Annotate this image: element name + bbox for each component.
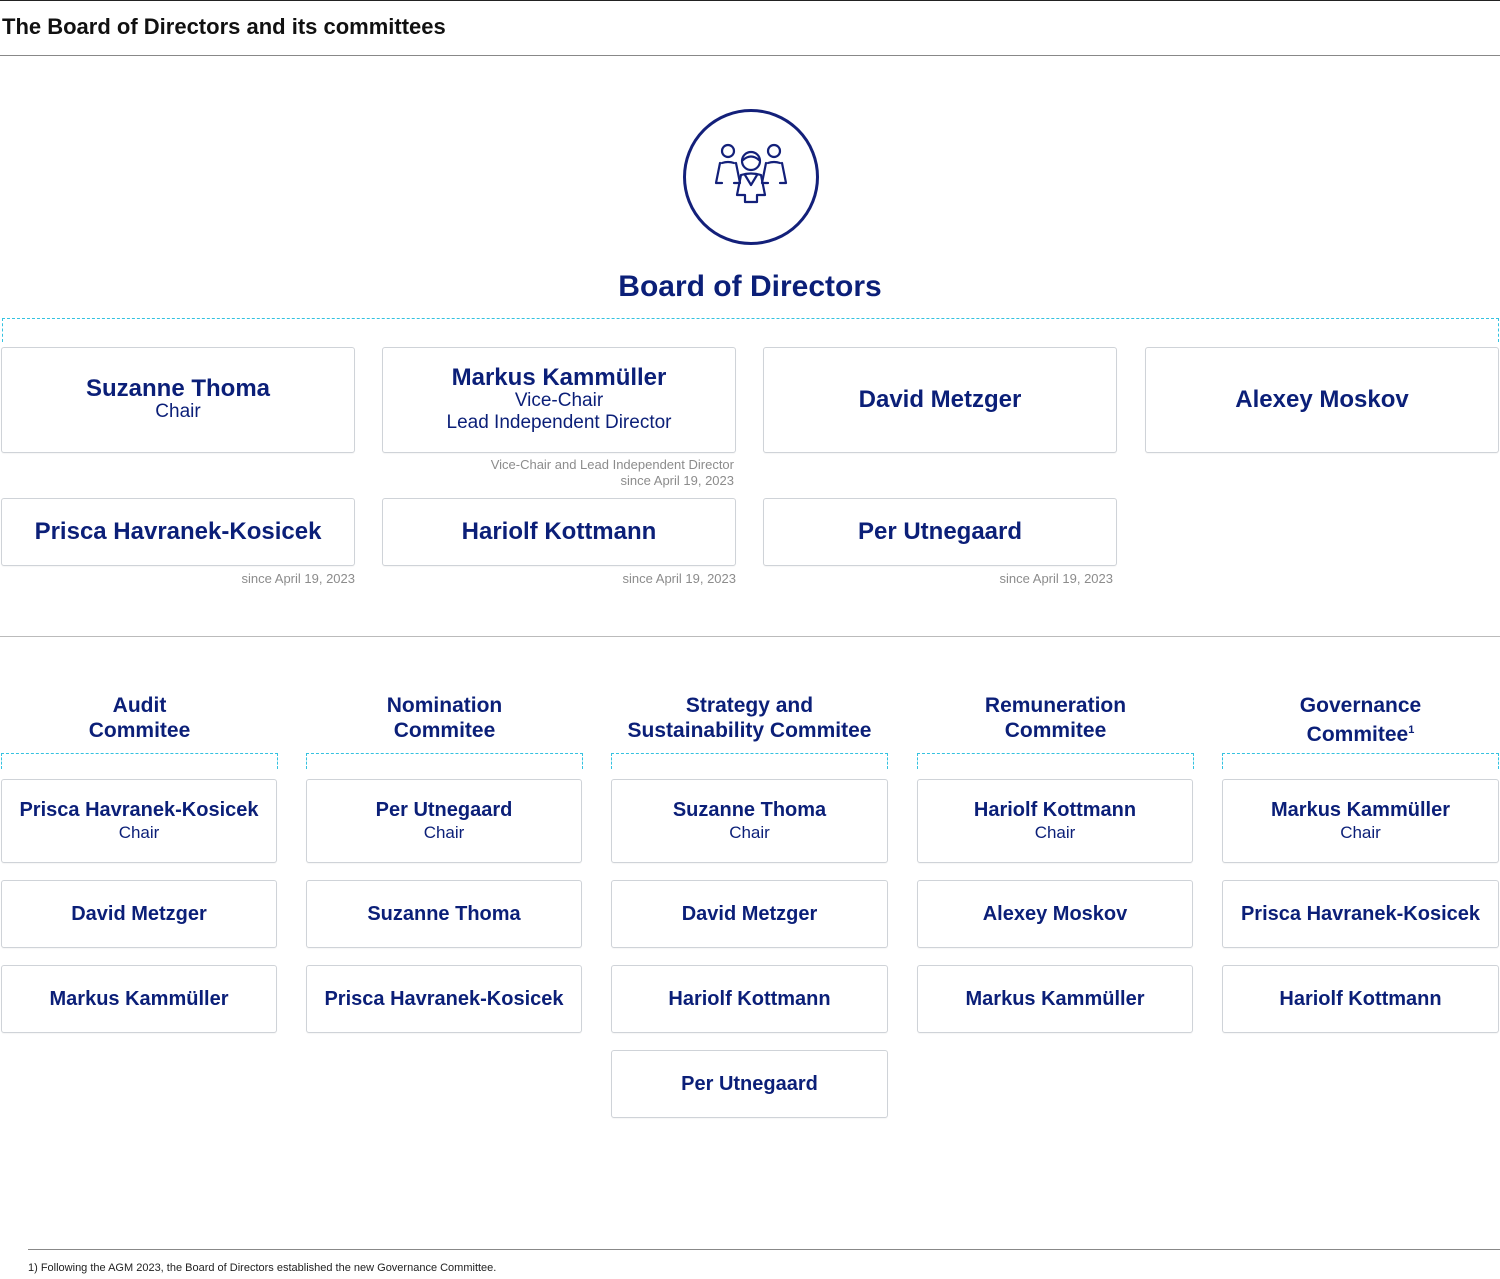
top-rule — [0, 0, 1500, 1]
note-line: since April 19, 2023 — [620, 473, 734, 488]
committee-member-card: Prisca Havranek-Kosicek — [1222, 880, 1499, 948]
committee-member-card: Alexey Moskov — [917, 880, 1193, 948]
board-connector — [2, 318, 1499, 342]
footnote-marker: 1 — [1408, 724, 1415, 736]
committee-title-governance: Governance Commitee1 — [1222, 693, 1499, 747]
member-note: Vice-Chair and Lead Independent Director… — [382, 457, 734, 489]
member-name: Prisca Havranek-Kosicek — [324, 988, 564, 1010]
member-note: since April 19, 2023 — [241, 571, 355, 586]
committee-member-card: Suzanne Thoma Chair — [611, 779, 888, 863]
board-member-card: Alexey Moskov — [1145, 347, 1499, 453]
note-line: Vice-Chair and Lead Independent Director — [490, 457, 734, 472]
member-role: Chair — [118, 823, 160, 842]
footnote-divider — [28, 1249, 1500, 1250]
member-role: Chair — [423, 823, 465, 842]
committee-member-card: Markus Kammüller — [1, 965, 277, 1033]
member-role: Chair — [155, 401, 201, 422]
committee-member-card: David Metzger — [611, 880, 888, 948]
member-name: Hariolf Kottmann — [461, 518, 657, 545]
committee-title-audit: Audit Commitee — [1, 693, 278, 743]
member-name: Suzanne Thoma — [367, 903, 521, 925]
member-name: Suzanne Thoma — [672, 799, 827, 821]
member-role: Chair — [729, 823, 770, 842]
member-name: Suzanne Thoma — [85, 375, 271, 402]
member-name: David Metzger — [71, 903, 207, 925]
committee-member-card: Markus Kammüller — [917, 965, 1193, 1033]
board-member-card: David Metzger — [763, 347, 1117, 453]
member-name: Markus Kammüller — [451, 364, 667, 391]
committee-member-card: Prisca Havranek-Kosicek Chair — [1, 779, 277, 863]
committee-member-card: Hariolf Kottmann Chair — [917, 779, 1193, 863]
member-name: Per Utnegaard — [375, 799, 513, 821]
committee-member-card: Markus Kammüller Chair — [1222, 779, 1499, 863]
member-name: Prisca Havranek-Kosicek — [34, 518, 322, 545]
member-name: Hariolf Kottmann — [973, 799, 1137, 821]
committee-member-card: Suzanne Thoma — [306, 880, 582, 948]
committee-member-card: Prisca Havranek-Kosicek — [306, 965, 582, 1033]
member-name: David Metzger — [681, 903, 818, 925]
member-name: Markus Kammüller — [49, 988, 229, 1010]
title-line: Commitee — [1004, 719, 1107, 742]
title-line: Audit — [112, 694, 167, 717]
committee-title-strategy: Strategy and Sustainability Commitee — [611, 693, 888, 743]
member-name: Prisca Havranek-Kosicek — [19, 799, 259, 821]
title-line: Nomination — [386, 694, 503, 717]
board-title: Board of Directors — [618, 270, 882, 303]
board-member-card: Per Utnegaard — [763, 498, 1117, 566]
title-line: Governance — [1299, 694, 1422, 717]
member-name: Markus Kammüller — [1271, 799, 1450, 821]
committee-connector — [306, 753, 583, 769]
committee-connector — [917, 753, 1194, 769]
title-line: Remuneration — [984, 694, 1127, 717]
page-title: The Board of Directors and its committee… — [2, 14, 446, 39]
section-divider — [0, 636, 1500, 637]
board-member-card: Suzanne Thoma Chair — [1, 347, 355, 453]
title-line: Sustainability Commitee — [627, 719, 872, 742]
member-name: Alexey Moskov — [1235, 386, 1409, 413]
member-role: Lead Independent Director — [446, 412, 672, 433]
title-text: Commitee — [1306, 723, 1409, 746]
member-name: Hariolf Kottmann — [668, 988, 831, 1010]
member-name: Per Utnegaard — [681, 1073, 818, 1095]
committee-member-card: Hariolf Kottmann — [1222, 965, 1499, 1033]
board-member-card: Prisca Havranek-Kosicek — [1, 498, 355, 566]
member-name: Alexey Moskov — [982, 903, 1128, 925]
committee-title-nomination: Nomination Commitee — [306, 693, 583, 743]
member-name: Markus Kammüller — [965, 988, 1145, 1010]
title-line: Strategy and — [685, 694, 814, 717]
member-note: since April 19, 2023 — [999, 571, 1113, 586]
committee-connector — [611, 753, 888, 769]
title-divider — [0, 55, 1500, 56]
member-role: Chair — [1340, 823, 1381, 842]
title-line: Commitee — [393, 719, 496, 742]
footnote: 1) Following the AGM 2023, the Board of … — [28, 1262, 497, 1274]
member-role: Chair — [1034, 823, 1076, 842]
committee-title-remuneration: Remuneration Commitee — [917, 693, 1194, 743]
committee-connector — [1222, 753, 1499, 769]
member-name: Per Utnegaard — [857, 518, 1023, 545]
committee-connector — [1, 753, 278, 769]
group-people-icon — [683, 109, 819, 245]
committee-member-card: David Metzger — [1, 880, 277, 948]
board-member-card: Markus Kammüller Vice-Chair Lead Indepen… — [382, 347, 736, 453]
member-role: Vice-Chair — [514, 390, 604, 411]
title-line: Commitee1 — [1222, 718, 1499, 747]
board-member-card: Hariolf Kottmann — [382, 498, 736, 566]
member-note: since April 19, 2023 — [622, 571, 736, 586]
committee-member-card: Per Utnegaard Chair — [306, 779, 582, 863]
member-name: David Metzger — [858, 386, 1022, 413]
title-line: Commitee — [88, 719, 191, 742]
member-name: Hariolf Kottmann — [1279, 988, 1442, 1010]
committee-member-card: Per Utnegaard — [611, 1050, 888, 1118]
member-name: Prisca Havranek-Kosicek — [1240, 903, 1481, 925]
committee-member-card: Hariolf Kottmann — [611, 965, 888, 1033]
